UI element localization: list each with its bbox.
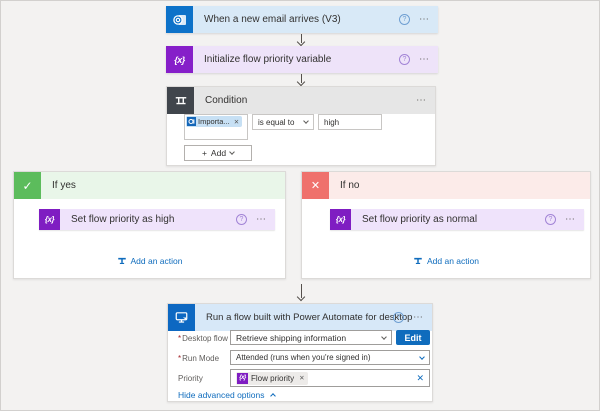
action-title: Set flow priority as normal	[362, 214, 478, 225]
outlook-icon	[166, 6, 193, 33]
condition-header[interactable]: Condition ⋯	[167, 87, 435, 114]
desktop-monitor-icon	[168, 304, 195, 331]
required-asterisk: *	[178, 354, 182, 363]
run-mode-dropdown[interactable]: Attended (runs when you're signed in)	[230, 350, 430, 365]
action-title: Set flow priority as high	[71, 214, 175, 225]
if-no-title: If no	[340, 180, 360, 191]
condition-card: Condition ⋯ Importa... ✕ is equal to hig…	[166, 86, 436, 166]
edit-button[interactable]: Edit	[396, 330, 430, 345]
variable-icon: {x}	[237, 372, 248, 384]
desktop-flow-header[interactable]: Run a flow built with Power Automate for…	[168, 304, 432, 331]
variable-icon: {x}	[39, 209, 60, 230]
condition-icon	[167, 87, 194, 114]
menu-ellipsis-icon[interactable]: ⋯	[419, 13, 430, 25]
condition-value-input[interactable]: high	[318, 114, 382, 130]
priority-input[interactable]: {x} Flow priority ✕ ✕	[230, 369, 430, 387]
run-mode-value: Attended (runs when you're signed in)	[236, 353, 371, 362]
add-action-icon	[117, 257, 126, 264]
plus-icon: +	[201, 148, 207, 158]
help-icon[interactable]: ?	[393, 312, 404, 323]
cross-icon: ✕	[302, 172, 329, 199]
if-no-header[interactable]: ✕ If no	[302, 172, 590, 199]
action-card-initialize-variable[interactable]: {x} Initialize flow priority variable ? …	[166, 46, 438, 73]
flow-priority-token[interactable]: {x} Flow priority ✕	[236, 371, 308, 385]
menu-ellipsis-icon[interactable]: ⋯	[413, 311, 424, 323]
action-card-set-priority-normal[interactable]: {x} Set flow priority as normal ? ⋯	[330, 209, 584, 230]
if-yes-branch-card: ✓ If yes {x} Set flow priority as high ?…	[13, 171, 286, 279]
add-action-link[interactable]: Add an action	[14, 256, 285, 266]
add-action-label: Add an action	[130, 256, 183, 266]
required-asterisk: *	[178, 334, 182, 343]
add-condition-button[interactable]: + Add	[184, 145, 252, 161]
desktop-flow-field-label: *Desktop flow	[178, 334, 228, 343]
priority-field-label: Priority	[178, 374, 203, 383]
remove-token-icon[interactable]: ✕	[233, 118, 240, 126]
dynamic-content-token[interactable]: Importa... ✕	[186, 116, 243, 127]
menu-ellipsis-icon[interactable]: ⋯	[565, 213, 576, 225]
desktop-flow-title: Run a flow built with Power Automate for…	[206, 312, 413, 323]
variable-icon: {x}	[330, 209, 351, 230]
connector-arrow	[296, 74, 306, 87]
condition-title: Condition	[205, 95, 248, 106]
hide-advanced-options-link[interactable]: Hide advanced options	[178, 390, 276, 400]
add-action-link[interactable]: Add an action	[302, 256, 590, 266]
token-label: Flow priority	[251, 373, 295, 383]
chevron-down-icon	[419, 353, 425, 360]
chevron-down-icon	[229, 149, 235, 155]
desktop-flow-value: Retrieve shipping information	[236, 332, 347, 343]
chevron-up-icon	[270, 393, 276, 399]
if-no-branch-card: ✕ If no {x} Set flow priority as normal …	[301, 171, 591, 279]
outlook-token-icon	[187, 117, 196, 126]
condition-value: high	[324, 117, 340, 127]
token-label: Importa...	[198, 117, 230, 126]
operator-value: is equal to	[258, 117, 295, 127]
help-icon[interactable]: ?	[399, 54, 410, 65]
chevron-down-icon	[303, 118, 309, 124]
chevron-down-icon	[381, 333, 387, 340]
run-mode-field-label: *Run Mode	[178, 354, 220, 363]
remove-token-icon[interactable]: ✕	[299, 375, 305, 382]
add-action-icon	[414, 257, 422, 264]
if-yes-header[interactable]: ✓ If yes	[14, 172, 285, 199]
menu-ellipsis-icon[interactable]: ⋯	[419, 53, 430, 65]
help-icon[interactable]: ?	[545, 214, 556, 225]
condition-operand-field[interactable]: Importa... ✕	[184, 114, 248, 140]
variable-icon: {x}	[166, 46, 193, 73]
check-icon: ✓	[14, 172, 41, 199]
menu-ellipsis-icon[interactable]: ⋯	[256, 213, 267, 225]
clear-input-icon[interactable]: ✕	[416, 372, 424, 383]
connector-arrow	[296, 284, 306, 302]
action-title: Initialize flow priority variable	[204, 54, 332, 65]
trigger-title: When a new email arrives (V3)	[204, 14, 341, 25]
desktop-flow-dropdown[interactable]: Retrieve shipping information	[230, 330, 392, 345]
if-yes-title: If yes	[52, 180, 76, 191]
connector-arrow	[296, 34, 306, 47]
trigger-card-when-new-email-arrives[interactable]: When a new email arrives (V3) ? ⋯	[166, 6, 438, 33]
action-card-set-priority-high[interactable]: {x} Set flow priority as high ? ⋯	[39, 209, 275, 230]
add-label: Add	[210, 148, 227, 158]
help-icon[interactable]: ?	[399, 14, 410, 25]
help-icon[interactable]: ?	[236, 214, 247, 225]
menu-ellipsis-icon[interactable]: ⋯	[416, 94, 427, 106]
condition-operator-dropdown[interactable]: is equal to	[252, 114, 314, 130]
desktop-flow-card: Run a flow built with Power Automate for…	[167, 303, 433, 402]
add-action-label: Add an action	[427, 256, 479, 266]
